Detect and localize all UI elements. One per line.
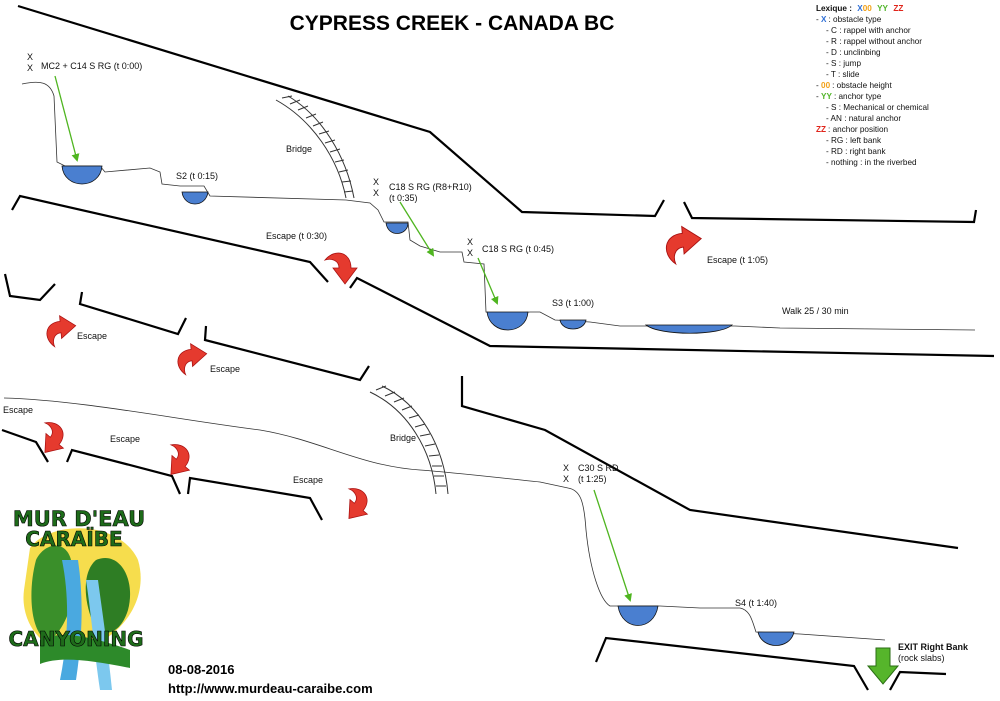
mark-x: X — [563, 474, 569, 484]
upper-river — [21, 81, 976, 334]
upper-left-bank-1 — [11, 194, 329, 283]
mark-x: X — [27, 63, 33, 73]
bridge-2-label: Bridge — [390, 433, 416, 443]
escape-arrow-icon — [155, 439, 199, 483]
upper-right-bank-top — [17, 4, 665, 218]
escape-label: Escape — [3, 405, 33, 415]
mark-x: X — [373, 188, 379, 198]
lower-bottom-exit — [889, 670, 947, 691]
lexicon-item: - S : jump — [826, 59, 861, 68]
lexicon-item: - nothing : in the riverbed — [826, 158, 917, 167]
pool-1 — [61, 165, 103, 185]
lexicon-zz-title: ZZ: anchor position — [816, 125, 889, 134]
rappel-arrow — [477, 257, 499, 305]
river-profile-upper — [21, 81, 976, 331]
bridge-1-label: Bridge — [286, 144, 312, 154]
mid-left-bank-a — [3, 273, 56, 302]
escape-arrow-icon — [29, 417, 73, 461]
upper-banks — [3, 4, 995, 382]
lexicon-item: - RG : left bank — [826, 136, 882, 145]
lexicon-legend: Lexique : X00 YY ZZ - X: obstacle type -… — [816, 4, 929, 167]
obstacle-c18a-label: C18 S RG (R8+R10) — [389, 182, 472, 192]
pool-c18a — [385, 222, 409, 234]
escape-arrow-icon — [333, 483, 377, 527]
obstacle-marks-lower: X X — [563, 463, 569, 484]
page-title: CYPRESS CREEK - CANADA BC — [290, 12, 615, 35]
escape-030-label: Escape (t 0:30) — [266, 231, 327, 241]
lower-bottom-bank — [594, 636, 869, 691]
lexicon-item: - D : unclinbing — [826, 48, 881, 57]
escape-label: Escape — [210, 364, 240, 374]
obstacle-s3-label: S3 (t 1:00) — [552, 298, 594, 308]
pool-c18b — [486, 311, 529, 331]
obstacle-s2-label: S2 (t 0:15) — [176, 171, 218, 181]
obstacle-marks-upper: X X X X X X — [27, 52, 473, 258]
logo-line-1: MUR D'EAU — [13, 507, 145, 531]
escape-arrow-icon — [45, 313, 78, 348]
escape-arrow-icon — [324, 252, 358, 285]
logo-line-3: CANYONING — [9, 627, 144, 651]
obstacle-mc2-label: MC2 + C14 S RG (t 0:00) — [41, 61, 142, 71]
bridge-1 — [275, 95, 355, 199]
pool-s4 — [757, 631, 795, 646]
upper-left-bank-2 — [349, 276, 995, 358]
pool-long — [644, 324, 734, 334]
mark-x: X — [563, 463, 569, 473]
escape-arrow-icon — [176, 341, 209, 376]
lexicon-x-title: - X: obstacle type — [816, 15, 882, 24]
mid-left-bank-c — [203, 325, 370, 382]
upper-right-bank-exit — [683, 201, 978, 224]
obstacle-s4-label: S4 (t 1:40) — [735, 598, 777, 608]
rappel-arrow — [399, 201, 435, 257]
lexicon-item: - S : Mechanical or chemical — [826, 103, 929, 112]
rappel-arrow — [593, 489, 632, 602]
escape-label: Escape — [110, 434, 140, 444]
escape-label: Escape — [77, 331, 107, 341]
lexicon-height-title: - 00: obstacle height — [816, 81, 892, 90]
lower-right-bank-top — [460, 376, 959, 550]
footer-date: 08-08-2016 — [168, 662, 235, 677]
logo: MUR D'EAU CARAÏBE CANYONING — [8, 507, 145, 690]
lower-river — [3, 397, 886, 646]
lower-left-bank-1 — [1, 428, 49, 463]
mark-x: X — [467, 237, 473, 247]
walk-label: Walk 25 / 30 min — [782, 306, 849, 316]
escape-arrow-icon — [664, 224, 704, 266]
mark-x: X — [467, 248, 473, 258]
obstacle-c30-time: (t 1:25) — [578, 474, 607, 484]
lexicon-yy-title: - YY: anchor type — [816, 92, 882, 101]
rappel-arrow — [54, 75, 80, 162]
lower-left-bank-2 — [65, 448, 182, 495]
pool-s2 — [181, 191, 209, 205]
footer-url[interactable]: http://www.murdeau-caraibe.com — [168, 681, 373, 696]
logo-line-2: CARAÏBE — [25, 527, 122, 551]
obstacle-c18a-time: (t 0:35) — [389, 193, 418, 203]
escape-105-label: Escape (t 1:05) — [707, 255, 768, 265]
pool-c30 — [617, 605, 659, 626]
lexicon-heading: Lexique : X00 YY ZZ — [816, 4, 903, 13]
pool-s3 — [559, 319, 587, 330]
exit-note: (rock slabs) — [898, 653, 945, 663]
mid-left-bank-b — [78, 291, 187, 336]
obstacle-c30-label: C30 S RD — [578, 463, 619, 473]
lower-banks — [1, 376, 959, 691]
exit-label: EXIT Right Bank — [898, 642, 969, 652]
mark-x: X — [27, 52, 33, 62]
escape-arrows-upper — [45, 224, 704, 376]
lexicon-item: - T : slide — [826, 70, 860, 79]
lexicon-item: - R : rappel without anchor — [826, 37, 922, 46]
exit-arrow-icon — [866, 647, 900, 685]
escape-label: Escape — [293, 475, 323, 485]
lexicon-item: - AN : natural anchor — [826, 114, 901, 123]
rappel-arrows-upper — [54, 75, 499, 305]
lower-left-bank-3 — [186, 476, 323, 521]
obstacle-c18b-label: C18 S RG (t 0:45) — [482, 244, 554, 254]
lexicon-item: - C : rappel with anchor — [826, 26, 911, 35]
mark-x: X — [373, 177, 379, 187]
bridge-2 — [369, 385, 449, 495]
lexicon-item: - RD : right bank — [826, 147, 887, 156]
